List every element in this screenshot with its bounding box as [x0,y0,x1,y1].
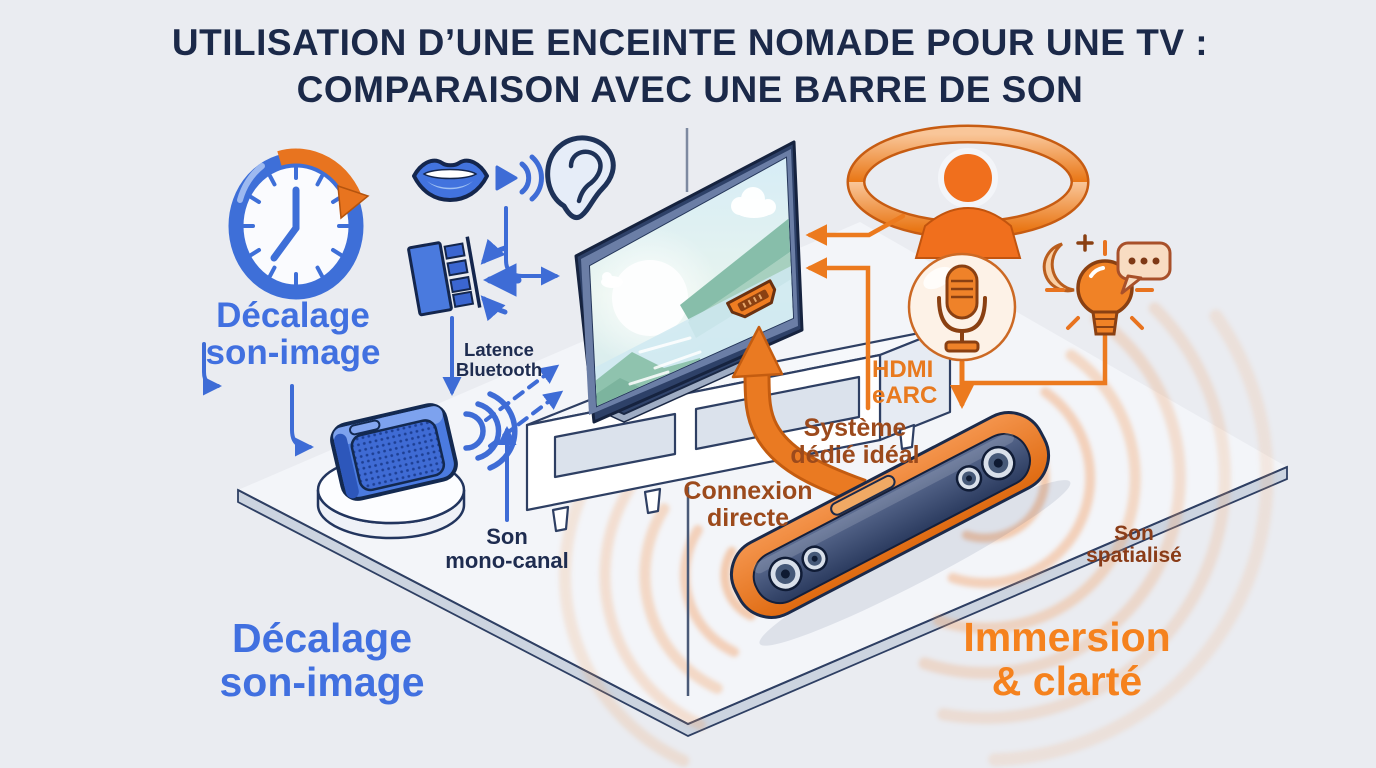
soundbar-icon [730,411,1071,646]
hdmi-cable-arrow [731,325,867,505]
heading-to-speaker-arrow [202,342,222,396]
title-line-1: UTILISATION D’UNE ENCEINTE NOMADE POUR U… [171,22,1209,63]
page-title: UTILISATION D’UNE ENCEINTE NOMADE POUR U… [172,20,1208,113]
soundbar-speaker-drivers [768,445,1016,592]
title-line-2: COMPARAISON AVEC UNE BARRE DE SON [296,68,1084,110]
earc-to-tv-arrow [805,257,871,411]
lips-icon [412,158,489,202]
label-av-delay: Décalage son-image [205,296,381,373]
label-mono-sound: Son mono-canal [445,524,569,573]
cloud-icon [601,187,776,288]
label-av-delay-bottom: Décalage son-image [219,615,425,705]
sparkle-icon [1076,234,1094,252]
heading-down-arrow [290,384,315,457]
bluetooth-speaker-icon [330,403,458,501]
play-sound-icon [495,154,544,202]
speech-bubble-icon [1116,241,1172,295]
hdmi-port-icon [726,279,777,319]
soundbar-waves [559,302,1274,767]
label-hdmi-earc: HDMI eARC [872,356,938,409]
label-dedicated-system: Système dédié idéal [790,414,920,469]
label-direct-connection: Connexion directe [683,477,813,532]
latency-dashed-arrows [484,364,564,448]
label-immersion-clarity: Immersion & clarté [963,614,1171,704]
microphone-icon [907,252,1017,362]
delay-clock-icon [228,148,370,300]
surround-listener-icon [846,124,1090,259]
listener-to-tv-arrow [805,213,906,246]
bulb-junction-line [959,333,1108,386]
label-spatial-sound: Son spatialisé [1086,522,1182,568]
orange-connectors [805,213,1108,411]
ear-icon [545,135,616,221]
ambience-icons [1042,234,1172,336]
label-bluetooth-latency: Latence Bluetooth [455,339,543,380]
moon-icon [1042,242,1075,293]
ear-to-tv-arrow [504,206,561,286]
film-strip-icon [407,236,522,322]
